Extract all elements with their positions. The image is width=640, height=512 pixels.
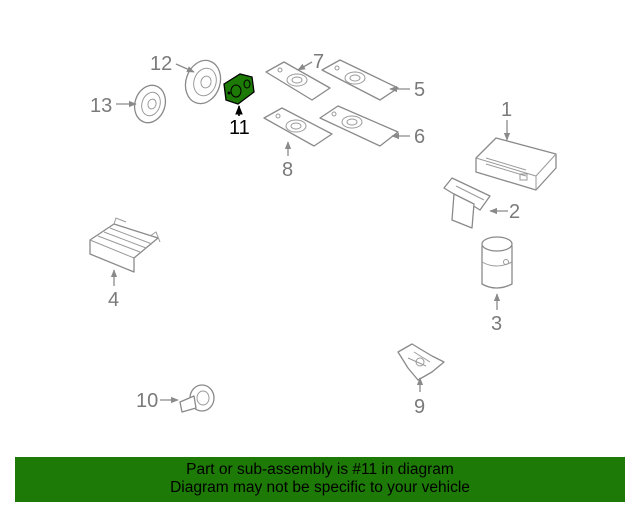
- callout-8: 8: [282, 141, 293, 181]
- banner-line-disclaimer: Diagram may not be specific to your vehi…: [170, 479, 470, 496]
- callout-10: 10: [136, 390, 179, 412]
- svg-text:5: 5: [414, 79, 425, 101]
- callout-2: 2: [489, 201, 520, 223]
- callout-11: 11: [229, 105, 250, 139]
- part-1-head-unit[interactable]: [475, 137, 557, 191]
- info-banner: Part or sub-assembly is #11 in diagram D…: [15, 457, 625, 502]
- part-8-bezel[interactable]: [263, 107, 333, 147]
- svg-text:13: 13: [90, 95, 112, 117]
- callout-1: 1: [501, 99, 512, 141]
- callout-12: 12: [150, 53, 195, 75]
- svg-text:4: 4: [108, 289, 119, 311]
- svg-text:8: 8: [282, 159, 293, 181]
- svg-text:11: 11: [229, 117, 250, 139]
- part-2-module[interactable]: [443, 177, 491, 229]
- svg-text:2: 2: [509, 201, 520, 223]
- svg-text:12: 12: [150, 53, 172, 75]
- callout-4: 4: [108, 269, 119, 311]
- svg-text:9: 9: [414, 396, 425, 418]
- svg-text:1: 1: [501, 99, 512, 121]
- callout-3: 3: [491, 293, 502, 335]
- part-3-canister[interactable]: [481, 236, 513, 289]
- callout-9: 9: [414, 377, 425, 418]
- callout-7: 7: [297, 51, 324, 73]
- svg-text:10: 10: [136, 390, 158, 412]
- callout-5: 5: [389, 79, 425, 101]
- banner-line-part: Part or sub-assembly is #11 in diagram: [186, 461, 454, 478]
- svg-text:3: 3: [491, 313, 502, 335]
- parts-diagram: 13 12 11 7 5: [89, 51, 557, 418]
- part-9-bracket[interactable]: [397, 343, 445, 381]
- part-11-bracket-highlighted[interactable]: [223, 73, 255, 105]
- svg-text:7: 7: [313, 51, 324, 73]
- part-4-amplifier[interactable]: [89, 217, 161, 273]
- part-7-bezel[interactable]: [265, 61, 331, 101]
- part-6-bezel[interactable]: [319, 105, 399, 147]
- part-10-tweeter[interactable]: [179, 384, 215, 413]
- part-13-speaker[interactable]: [130, 81, 170, 126]
- callout-6: 6: [391, 126, 425, 148]
- part-5-bezel[interactable]: [321, 59, 399, 101]
- callout-13: 13: [90, 95, 137, 117]
- part-12-speaker[interactable]: [180, 56, 226, 108]
- svg-text:6: 6: [414, 126, 425, 148]
